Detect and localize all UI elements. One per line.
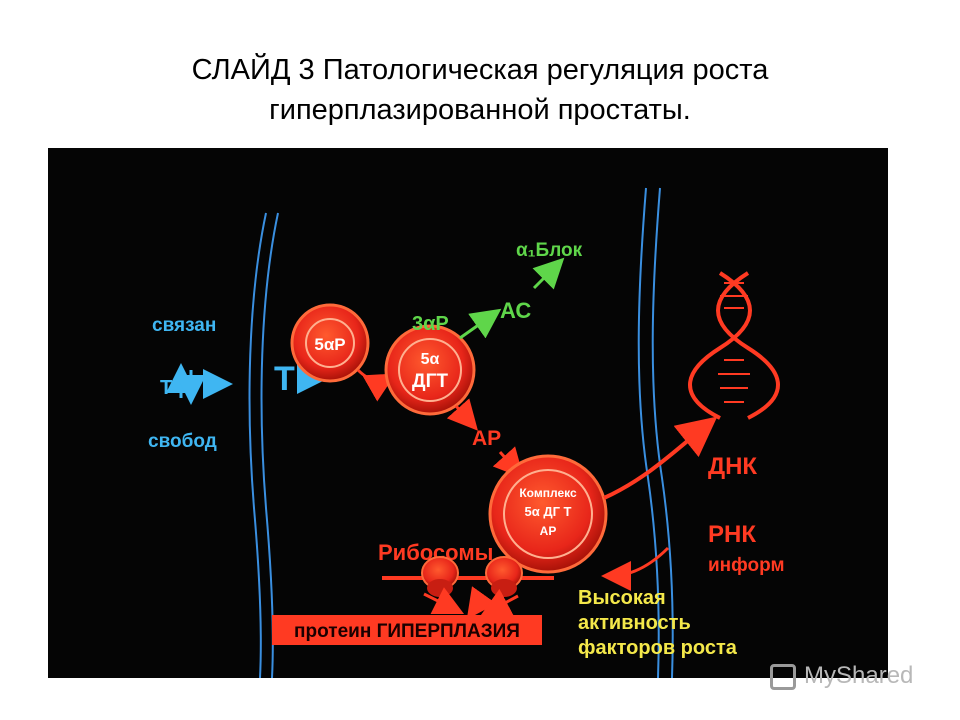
- protein-hyperplasia-label: протеин ГИПЕРПЛАЗИЯ: [294, 621, 520, 642]
- diagram-canvas: связан Т свобод Т 5αР 5α ДГТ 3αР: [148, 187, 785, 678]
- ribosome-to-protein-arrows-icon: [423, 586, 519, 620]
- watermark-text: MyShared: [804, 662, 914, 689]
- arrow-dht-to-ar: [446, 398, 478, 431]
- membrane-right: [637, 187, 674, 678]
- rna-label: РНК: [708, 521, 756, 548]
- dht-node: 5α ДГТ: [384, 324, 476, 416]
- dna-label: ДНК: [708, 453, 757, 480]
- exchange-arrows-icon: [166, 363, 233, 405]
- arrow-5ar-to-dht: [356, 368, 396, 402]
- complex-node: Комплекс 5α ДГ Т АР: [488, 454, 608, 574]
- protein-hyperplasia-box: протеин ГИПЕРПЛАЗИЯ: [272, 615, 542, 645]
- arrow-ac-to-block: [532, 257, 565, 290]
- membrane-left: [248, 212, 279, 678]
- slide-title-line-1: СЛАЙД 3 Патологическая регуляция роста: [191, 54, 769, 86]
- alpha-block-label: α₁Блок: [516, 240, 583, 261]
- label-bound: связан: [152, 315, 216, 336]
- arrow-complex-to-dna: [603, 416, 718, 500]
- arrow-rna-to-growth: [601, 546, 670, 591]
- arrow-dht-to-ac: [459, 308, 502, 340]
- complex-label-line-1: Комплекс: [519, 486, 577, 500]
- dht-label-line-1: 5α: [421, 351, 440, 368]
- complex-label-line-3: АР: [540, 524, 557, 538]
- slide-title: СЛАЙД 3 Патологическая регуляция роста г…: [0, 50, 960, 130]
- watermark-logo-icon: [770, 664, 796, 690]
- ac-label: АС: [500, 298, 531, 323]
- rna-inform-label: информ: [708, 555, 785, 576]
- label-t-small: Т: [160, 377, 172, 399]
- growth-label-line-1: Высокая: [578, 587, 666, 609]
- enzyme-5ar-label: 5αР: [314, 335, 345, 354]
- label-t-big: Т: [274, 360, 295, 398]
- growth-label-line-2: активность: [578, 612, 691, 634]
- enzyme-3ar-label: 3αР: [412, 313, 449, 335]
- label-free: свобод: [148, 431, 217, 452]
- ar-label: АР: [472, 427, 501, 450]
- slide-title-line-2: гиперплазированной простаты.: [269, 94, 691, 126]
- complex-label-line-2: 5α ДГ Т: [524, 504, 571, 519]
- watermark: MyShared: [770, 660, 940, 696]
- dht-label-line-2: ДГТ: [412, 371, 448, 392]
- enzyme-5ar-node: 5αР: [290, 303, 370, 383]
- growth-label-line-3: факторов роста: [578, 637, 738, 659]
- diagram-slide: связан Т свобод Т 5αР 5α ДГТ 3αР: [48, 148, 888, 678]
- dna-helix-icon: [688, 271, 780, 420]
